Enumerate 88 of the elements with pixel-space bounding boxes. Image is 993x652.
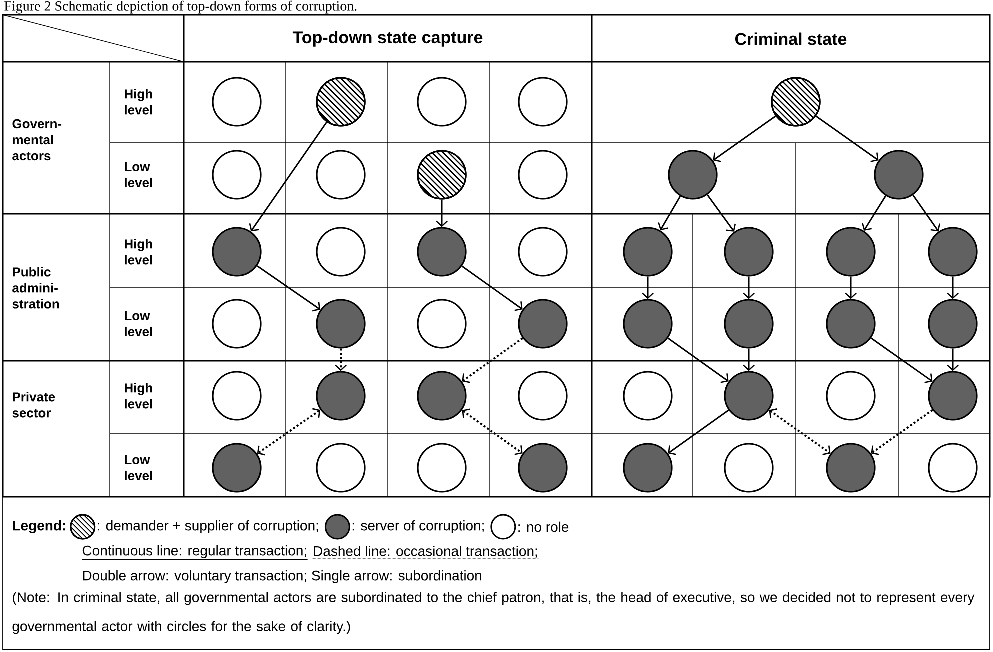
shaded-circle	[874, 150, 924, 200]
empty-circle	[417, 443, 467, 493]
empty-circle	[212, 371, 262, 421]
shaded-circle	[316, 371, 366, 421]
arrow	[462, 338, 524, 384]
arrow	[642, 276, 654, 300]
shaded-circle	[316, 299, 366, 349]
arrow	[871, 409, 934, 456]
arrow	[713, 116, 776, 162]
empty-circle	[518, 77, 568, 127]
arrow	[947, 276, 959, 300]
figure-title: Figure 2 Schematic depiction of top-down forms of corruption.	[4, 0, 357, 14]
row-header: Low level	[125, 455, 152, 481]
shaded-circle	[417, 227, 467, 277]
shaded-circle	[826, 443, 876, 493]
empty-circle	[417, 77, 467, 127]
shaded-circle	[668, 150, 718, 200]
double-arrow	[462, 408, 523, 456]
double-arrow	[769, 408, 831, 456]
empty-circle	[928, 443, 978, 493]
empty-circle	[316, 227, 366, 277]
row-header: Low level	[125, 311, 152, 337]
shaded-circle	[928, 371, 978, 421]
arrow	[335, 348, 347, 372]
empty-circle	[724, 443, 774, 493]
arrow	[912, 194, 941, 232]
hatched-circle	[771, 77, 821, 127]
arrow	[870, 338, 933, 384]
empty-circle	[518, 371, 568, 421]
row-header: High level	[125, 89, 152, 115]
empty-circle	[826, 371, 876, 421]
shaded-circle	[928, 299, 978, 349]
hatched-circle	[316, 77, 366, 127]
arrow	[947, 348, 959, 372]
empty-circle	[417, 299, 467, 349]
legend-text: Double arrow: voluntary transaction; Single arrow: subordination	[83, 570, 482, 584]
arrow	[462, 266, 523, 312]
shaded-circle	[623, 227, 673, 277]
row-header: Low level	[125, 162, 152, 188]
shaded-circle	[518, 299, 568, 349]
shaded-circle	[212, 227, 262, 277]
double-arrow	[257, 408, 321, 456]
empty-circle	[212, 150, 262, 200]
arrow	[668, 338, 729, 384]
shaded-circle	[724, 227, 774, 277]
shaded-circle	[623, 299, 673, 349]
arrow	[249, 122, 328, 232]
legend-text: Dashed line: occasional transaction;	[312, 546, 539, 560]
empty-circle	[212, 77, 262, 127]
arrow	[845, 276, 857, 300]
row-header: High level	[125, 239, 152, 265]
legend-text: : no role	[518, 522, 569, 532]
arrow	[668, 410, 730, 456]
shaded-circle	[724, 299, 774, 349]
empty-circle	[623, 371, 673, 421]
shaded-circle	[928, 227, 978, 277]
shaded-circle	[826, 299, 876, 349]
column-header: Top-down state capture	[292, 31, 483, 47]
shaded-circle	[417, 371, 467, 421]
arrow	[743, 276, 755, 300]
shaded-circle	[826, 227, 876, 277]
empty-circle	[212, 299, 262, 349]
shaded-circle	[518, 443, 568, 493]
shaded-circle	[724, 371, 774, 421]
arrow	[658, 196, 682, 231]
empty-circle	[316, 443, 366, 493]
row-header: Private sector	[12, 392, 56, 418]
row-header: High level	[125, 383, 152, 409]
arrow	[256, 266, 321, 312]
legend-text: Continuous line: regular transaction;	[82, 545, 308, 560]
arrow	[436, 200, 448, 228]
empty-circle	[518, 227, 568, 277]
legend-text: : demander + supplier of corruption;	[98, 520, 318, 534]
legend-title: Legend:	[13, 520, 66, 534]
arrow	[743, 348, 755, 372]
shaded-circle	[212, 443, 262, 493]
empty-circle	[316, 150, 366, 200]
note-text: (Note: In criminal state, all governmental actors are subordinated to the chief patron, that is, the head of executive, so we decided not to represent every governmental actor with circles for the sake of clarity.)	[12, 592, 975, 634]
arrow	[706, 194, 736, 232]
row-header: Govern- mental actors	[12, 119, 62, 161]
column-header: Criminal state	[735, 32, 847, 46]
arrow	[862, 196, 887, 231]
arrow	[816, 116, 879, 162]
shaded-circle	[623, 443, 673, 493]
legend-text: : server of corruption;	[352, 520, 484, 534]
empty-circle	[518, 150, 568, 200]
hatched-circle	[417, 150, 467, 200]
row-header: Public admini- stration	[12, 267, 60, 309]
